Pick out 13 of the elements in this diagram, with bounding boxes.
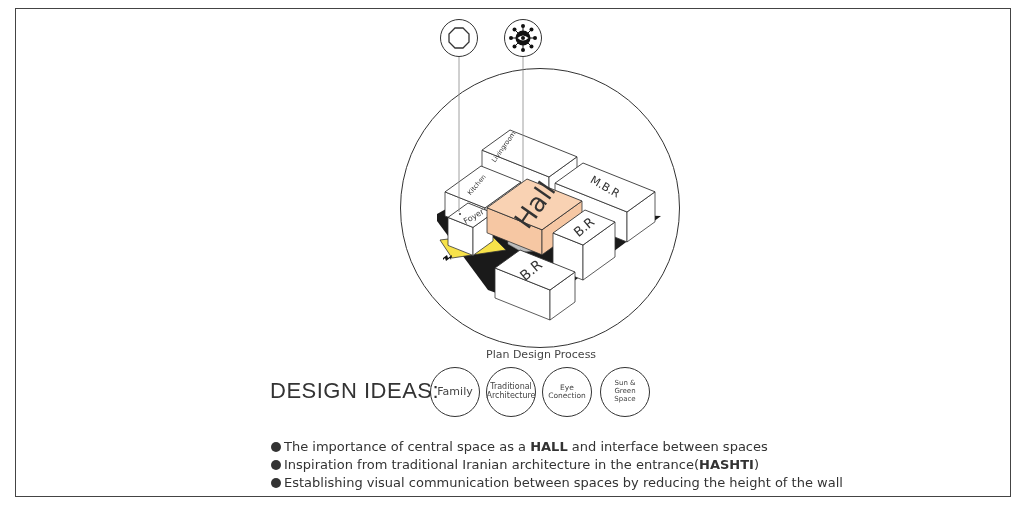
section-heading: Plan Design Process xyxy=(486,348,597,361)
bullet-text: Inspiration from traditional Iranian architecture in the entrance(HASHTI) xyxy=(284,457,759,472)
bullet-text: Establishing visual communication between spaces by reducing the height of the wall xyxy=(284,475,843,490)
idea-circle xyxy=(600,367,650,417)
idea-circle xyxy=(486,367,536,417)
idea-circle xyxy=(542,367,592,417)
bullet-text: The importance of central space as a HALL and interface between spaces xyxy=(284,439,768,454)
leader-line xyxy=(522,56,524,183)
room-label: B.R xyxy=(571,215,597,240)
idea-label: Traditional Architecture xyxy=(486,383,536,401)
room-label: B.R xyxy=(517,257,545,283)
leader-line xyxy=(458,56,460,213)
idea-label: Family xyxy=(437,385,473,399)
